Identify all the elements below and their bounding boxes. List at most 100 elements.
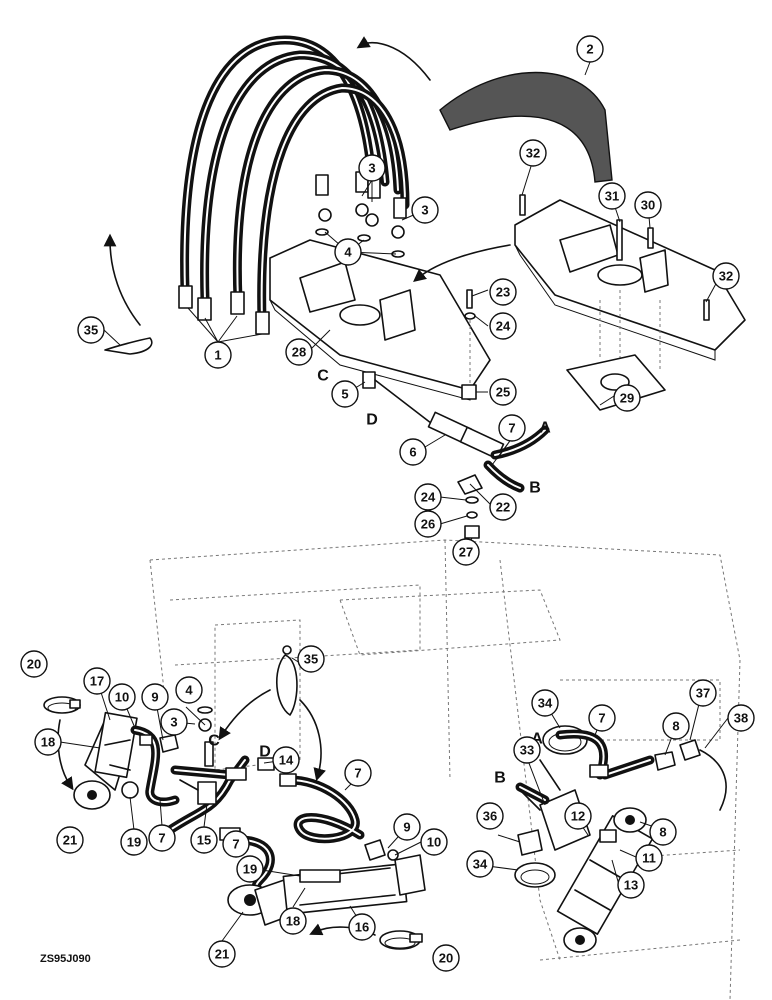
callout-35-mid: 35 [297,645,325,673]
callout-4: 4 [334,238,362,266]
elbows-lower [364,839,399,861]
right-cylinder [556,807,654,953]
callout-16: 16 [348,913,376,941]
letter-d-top: D [366,412,378,429]
svg-text:18: 18 [41,735,55,750]
svg-text:6: 6 [409,445,416,460]
svg-text:14: 14 [279,753,294,768]
protective-sleeve [356,36,613,183]
alternate-mount-plate [413,194,746,411]
callout-34-bottom: 34 [466,850,494,878]
svg-text:4: 4 [185,683,193,698]
svg-text:28: 28 [292,345,306,360]
callout-31: 31 [598,182,626,210]
svg-text:23: 23 [496,285,510,300]
svg-text:19: 19 [243,862,257,877]
svg-text:9: 9 [403,820,410,835]
svg-text:12: 12 [571,809,585,824]
hose-fittings-lower [178,285,270,335]
callout-27: 27 [452,538,480,566]
svg-text:27: 27 [459,545,473,560]
svg-text:4: 4 [344,245,352,260]
svg-text:2: 2 [586,42,593,57]
svg-text:21: 21 [215,947,229,962]
lower-cylinder [227,854,426,926]
callout-2: 2 [576,35,604,63]
callout-10-lower: 10 [420,828,448,856]
svg-text:7: 7 [508,421,515,436]
callout-7-far: 7 [588,704,616,732]
svg-text:11: 11 [642,851,656,866]
callout-7-left: 7 [148,824,176,852]
callout-19-left: 19 [120,828,148,856]
svg-text:26: 26 [421,517,435,532]
callout-10-left: 10 [108,683,136,711]
svg-text:38: 38 [734,711,748,726]
svg-text:3: 3 [170,715,177,730]
left-cylinder [73,711,139,810]
callout-9-left: 9 [141,683,169,711]
svg-text:5: 5 [341,387,348,402]
callout-20-left: 20 [20,650,48,678]
callout-32-right: 32 [712,262,740,290]
callout-20-bottom: 20 [432,944,460,972]
tie-strap-top [103,233,153,355]
callouts: 1 2 3 3 4 5 6 7 22 23 24 25 24 26 27 28 … [20,35,755,972]
svg-text:31: 31 [605,189,619,204]
callout-29: 29 [613,384,641,412]
callout-3-bottom: 3 [160,708,188,736]
svg-text:10: 10 [427,835,441,850]
svg-text:24: 24 [421,490,436,505]
callout-21-lower: 21 [208,940,236,968]
callout-13: 13 [617,871,645,899]
callout-19-lower: 19 [236,855,264,883]
callout-12: 12 [564,802,592,830]
callout-24-top: 24 [489,312,517,340]
svg-text:7: 7 [598,711,605,726]
callout-1: 1 [204,341,232,369]
svg-text:25: 25 [496,385,510,400]
callout-7-mid: 7 [222,830,250,858]
callout-21-left: 21 [56,826,84,854]
svg-text:20: 20 [27,657,41,672]
letter-c-bottom: C [208,733,220,750]
svg-text:35: 35 [84,323,98,338]
callout-14: 14 [272,746,300,774]
callout-30: 30 [634,191,662,219]
svg-text:35: 35 [304,652,318,667]
callout-5: 5 [331,380,359,408]
top-hose-assembly: C D A B [103,35,746,539]
svg-text:30: 30 [641,198,655,213]
callout-9-lower: 9 [393,813,421,841]
svg-text:34: 34 [538,696,553,711]
hose-fittings-upper [315,171,407,258]
svg-text:32: 32 [719,269,733,284]
svg-text:15: 15 [197,833,211,848]
svg-text:1: 1 [214,348,221,363]
washer-nut-stack [464,496,480,539]
callout-11: 11 [635,844,663,872]
tie-strap-middle [218,645,326,782]
svg-text:13: 13 [624,878,638,893]
svg-text:33: 33 [520,743,534,758]
callout-15: 15 [190,826,218,854]
callout-22: 22 [489,493,517,521]
svg-text:8: 8 [659,825,666,840]
hose-clamp-left [43,696,81,791]
svg-text:17: 17 [90,674,104,689]
callout-26: 26 [414,510,442,538]
callout-34-top: 34 [531,689,559,717]
svg-text:10: 10 [115,690,129,705]
svg-text:9: 9 [151,690,158,705]
arched-hoses [180,35,410,325]
callout-32-top: 32 [519,139,547,167]
callout-36: 36 [476,802,504,830]
letter-b-top: B [529,480,541,497]
callout-38: 38 [727,704,755,732]
callout-8-right: 8 [649,818,677,846]
letter-c-top: C [317,368,329,385]
letter-d-bottom: D [259,744,271,761]
figure-id: ZS95J090 [40,953,91,965]
svg-text:32: 32 [526,146,540,161]
